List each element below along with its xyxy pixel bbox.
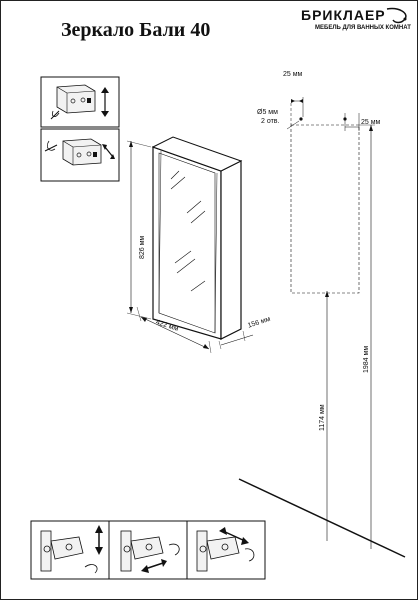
wall-mount-outline [286, 97, 360, 294]
mount-height-lines [325, 124, 375, 549]
lower-height-label: 1174 мм [319, 404, 326, 431]
height-dimension-line [126, 140, 152, 320]
brand-tagline: МЕБЕЛЬ ДЛЯ ВАННЫХ КОМНАТ [315, 25, 411, 31]
hinge-adjust-step-3-icon [186, 520, 266, 580]
upper-height-label: 1984 мм [363, 345, 370, 373]
hole-diameter-label: Ø5 мм [257, 109, 278, 116]
depth-dimension-line [218, 330, 254, 350]
hinge-detail-up-icon [40, 76, 120, 128]
height-label: 826 мм [139, 235, 146, 259]
product-title: Зеркало Бали 40 [61, 19, 211, 41]
hinge-detail-side-icon [40, 128, 120, 182]
brand-name: БРИКЛАЕР [301, 7, 386, 23]
brand-swoosh-icon [386, 7, 407, 24]
width-dimension-line [136, 306, 212, 354]
hole-right-offset-label: 25 мм [361, 119, 381, 126]
brand-logo: БРИКЛАЕР МЕБЕЛЬ ДЛЯ ВАННЫХ КОМНАТ [301, 7, 413, 37]
hinge-adjust-step-2-icon [108, 520, 188, 580]
mirror-cabinet-drawing [151, 136, 243, 340]
hole-count-label: 2 отв. [261, 118, 280, 125]
floor-line [238, 478, 406, 558]
hole-left-offset-label: 25 мм [283, 71, 303, 78]
hinge-adjust-step-1-icon [30, 520, 110, 580]
